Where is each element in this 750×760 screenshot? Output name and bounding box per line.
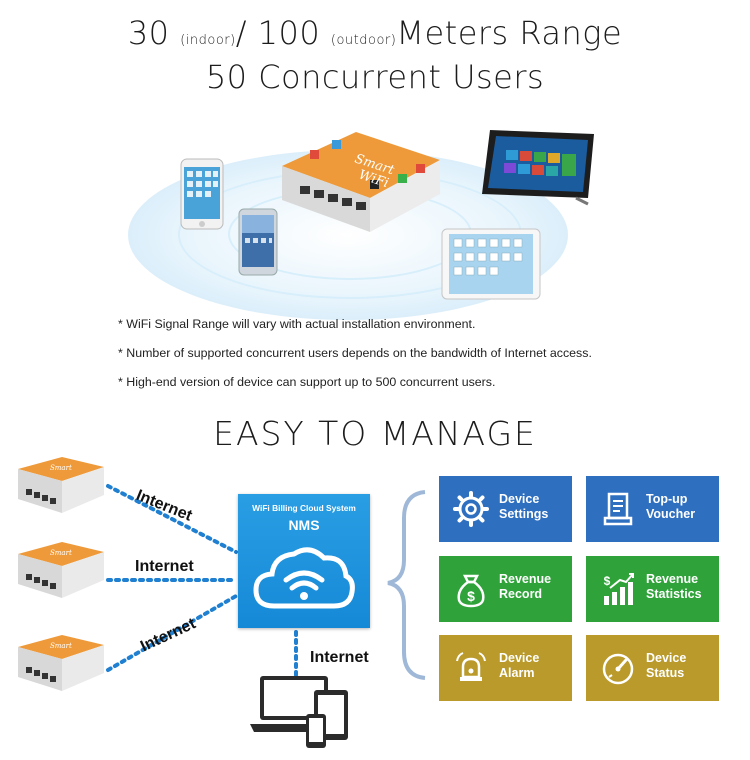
cloud-system-name: WiFi Billing Cloud System — [252, 503, 356, 513]
bar-chart-icon: $ — [604, 573, 634, 605]
receipt-icon — [603, 492, 633, 526]
note-high-end-version: * High-end version of device can support… — [118, 375, 496, 389]
tile-revenue-record[interactable]: $ Revenue Record — [439, 556, 572, 622]
headline-users: 50 Concurrent Users — [205, 58, 545, 96]
internet-label-4: Internet — [310, 649, 369, 666]
phone-white-image — [180, 158, 224, 230]
connection-lines — [106, 484, 426, 682]
indoor-tag: (indoor) — [180, 33, 236, 48]
note-concurrent-users: * Number of supported concurrent users d… — [118, 346, 592, 360]
small-router-2-brand: Smart — [50, 549, 72, 557]
tablet-windows-image — [482, 130, 594, 206]
easy-to-manage-title: EASY TO MANAGE — [213, 414, 537, 453]
laptop-phone-tablet-icon — [250, 676, 348, 748]
tile-device-status[interactable]: Device Status — [586, 635, 719, 701]
tile-revenue-record-label: Revenue Record — [499, 572, 552, 601]
phone-silver-image — [238, 208, 278, 276]
cloud-wifi-icon — [253, 547, 355, 609]
nms-cloud-panel: WiFi Billing Cloud System NMS — [238, 494, 370, 628]
tile-device-settings-label: Device Settings — [499, 492, 549, 521]
range-indoor-value: 30 — [127, 14, 170, 52]
tile-revenue-statistics[interactable]: $ Revenue Statistics — [586, 556, 719, 622]
gear-icon — [453, 491, 489, 527]
note-signal-range: * WiFi Signal Range will vary with actua… — [118, 317, 476, 331]
router-small-3: Smart — [18, 635, 104, 691]
gauge-icon — [602, 653, 634, 685]
tile-device-alarm-label: Device Alarm — [499, 651, 540, 680]
smart-wifi-router: Smart WiFi — [282, 132, 440, 232]
router-small-1: Smart — [18, 457, 104, 513]
small-router-1-brand: Smart — [50, 464, 72, 472]
tile-topup-voucher[interactable]: Top-up Voucher — [586, 476, 719, 542]
cloud-nms-label: NMS — [288, 517, 320, 533]
range-label: Meters Range — [396, 14, 623, 52]
money-bag-icon: $ — [457, 574, 485, 608]
range-outdoor-value: / 100 — [235, 14, 321, 52]
outdoor-tag: (outdoor) — [330, 33, 397, 48]
tile-topup-voucher-label: Top-up Voucher — [646, 492, 696, 521]
tile-revenue-statistics-label: Revenue Statistics — [646, 572, 702, 601]
tile-device-settings[interactable]: Device Settings — [439, 476, 572, 542]
small-router-3-brand: Smart — [50, 642, 72, 650]
svg-text:$: $ — [604, 574, 611, 588]
internet-label-2: Internet — [135, 558, 194, 575]
brace-bracket — [387, 490, 426, 680]
tile-device-status-label: Device Status — [646, 651, 687, 680]
headline-range: 30 (indoor)/ 100 (outdoor)Meters Range — [0, 14, 750, 52]
tablet-white-image — [441, 228, 541, 300]
alarm-icon — [456, 652, 486, 681]
svg-text:$: $ — [467, 588, 475, 604]
router-small-2: Smart — [18, 542, 104, 598]
tile-device-alarm[interactable]: Device Alarm — [439, 635, 572, 701]
